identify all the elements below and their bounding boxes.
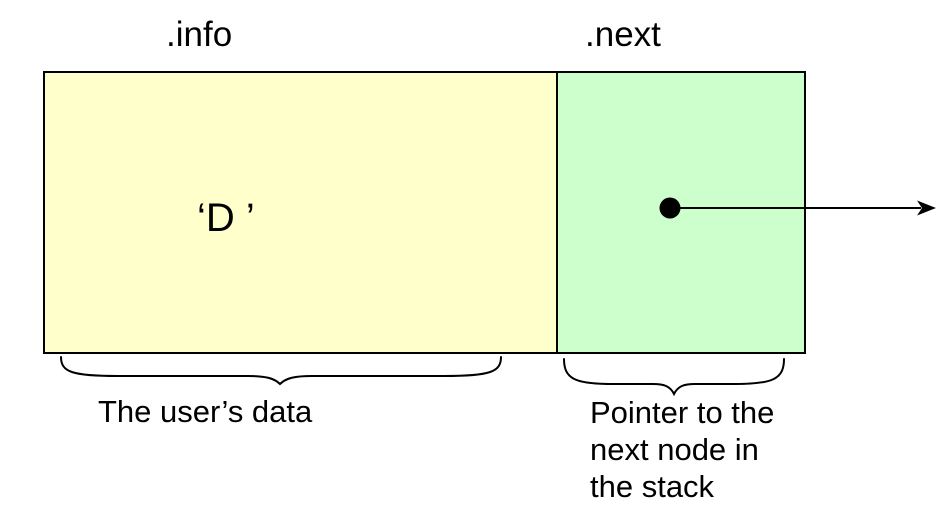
underbrace-path xyxy=(60,356,502,386)
info-underbrace-icon xyxy=(60,356,502,386)
pointer-dot-icon xyxy=(659,197,681,219)
next-underbrace-icon xyxy=(563,358,785,397)
next-caption: Pointer to the next node in the stack xyxy=(590,394,774,505)
info-field-label: .info xyxy=(166,15,233,54)
underbrace-path xyxy=(563,358,785,397)
next-caption-line: next node in xyxy=(590,432,759,467)
next-field-cell xyxy=(556,73,804,352)
next-caption-line: the stack xyxy=(590,469,715,504)
info-field-value: ‘D ’ xyxy=(197,196,255,240)
next-pointer-arrow xyxy=(659,197,936,219)
next-field-label: .next xyxy=(585,15,661,54)
next-caption-line: Pointer to the xyxy=(590,395,775,430)
node-box: ‘D ’ xyxy=(43,71,806,354)
pointer-arrowhead-icon xyxy=(917,200,936,216)
info-caption: The user’s data xyxy=(98,394,313,429)
info-field-cell: ‘D ’ xyxy=(45,73,556,352)
